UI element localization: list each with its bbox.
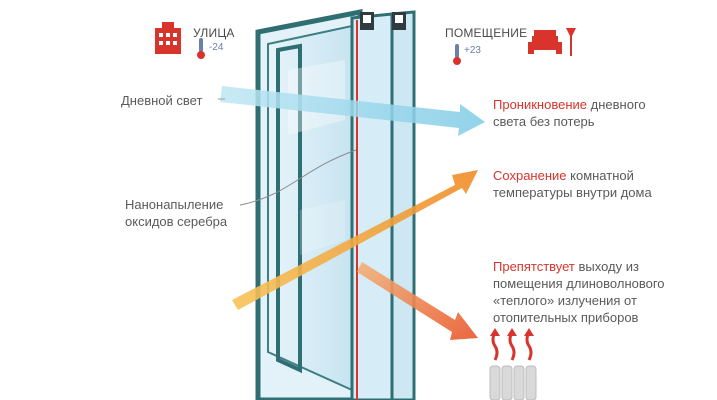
benefit-text: дневного — [587, 97, 646, 112]
daylight-arrow — [220, 86, 485, 136]
building-icon — [155, 22, 181, 54]
benefit-highlight: Препятствует — [493, 259, 575, 274]
heat-wave-arrowheads — [490, 328, 534, 336]
benefit-daylight: Проникновение дневного света без потерь — [493, 96, 646, 130]
sofa-lamp-icon — [528, 28, 576, 56]
inside-title: ПОМЕЩЕНИЕ — [445, 26, 528, 40]
benefit-text-line2: помещения длиноволнового — [493, 276, 665, 291]
benefit-highlight: Проникновение — [493, 97, 588, 112]
heat-waves-icon — [491, 331, 533, 361]
coating-label-line2: оксидов серебра — [125, 214, 228, 229]
radiator-icon — [489, 365, 537, 400]
benefit-text-line2: температуры внутри дома — [493, 185, 652, 200]
benefit-text-line2: света без потерь — [493, 114, 595, 129]
outside-title: УЛИЦА — [193, 26, 235, 40]
coating-label-line1: Нанонапыление — [125, 197, 224, 212]
glass-unit — [255, 8, 416, 400]
thermometer-icon — [453, 44, 461, 65]
heat-retention-arrow — [232, 170, 478, 310]
coating-label: Нанонапыление оксидов серебра — [125, 196, 227, 230]
benefit-radiation: Препятствует выходу из помещения длиново… — [493, 258, 665, 326]
benefit-temperature: Сохранение комнатной температуры внутри … — [493, 167, 652, 201]
benefit-text: выходу из — [574, 259, 639, 274]
outside-temperature: -24 — [209, 42, 224, 53]
benefit-text: комнатной — [566, 168, 634, 183]
benefit-text-line3: «теплого» излучения от — [493, 293, 637, 308]
inside-temperature: +23 — [464, 45, 481, 56]
coating-leader — [239, 149, 357, 206]
benefit-highlight: Сохранение — [493, 168, 567, 183]
daylight-label: Дневной свет — [121, 93, 203, 108]
benefit-text-line4: отопительных приборов — [493, 310, 639, 325]
radiation-arrow — [357, 262, 478, 340]
thermometer-icon — [197, 38, 205, 59]
